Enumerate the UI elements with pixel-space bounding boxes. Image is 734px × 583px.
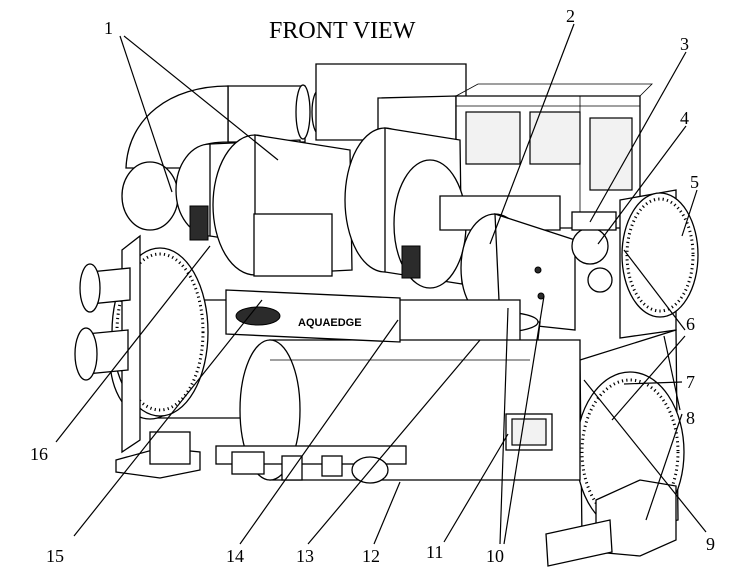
chiller-drawing: AQUAEDGE bbox=[74, 63, 699, 567]
callout-9: 9 bbox=[706, 534, 715, 554]
callout-13: 13 bbox=[296, 546, 314, 566]
callout-16: 16 bbox=[30, 444, 48, 464]
callout-15: 15 bbox=[46, 546, 64, 566]
leader-lines bbox=[55, 23, 707, 545]
compressor-right bbox=[344, 127, 467, 289]
callout-7: 7 bbox=[686, 372, 695, 392]
right-waterbox-upper bbox=[619, 189, 699, 339]
display-panel bbox=[505, 413, 553, 451]
callout-12: 12 bbox=[362, 546, 380, 566]
callout-10: 10 bbox=[486, 546, 504, 566]
callout-11: 11 bbox=[426, 542, 443, 562]
callout-5: 5 bbox=[690, 172, 699, 192]
callout-14: 14 bbox=[226, 546, 244, 566]
left-nozzles bbox=[74, 263, 131, 381]
callout-2: 2 bbox=[566, 6, 575, 26]
compressor-left bbox=[175, 134, 353, 277]
logo-plate: AQUAEDGE bbox=[225, 289, 401, 343]
callout-4: 4 bbox=[680, 108, 689, 128]
valve-assembly bbox=[571, 211, 617, 293]
logo-text: AQUAEDGE bbox=[298, 317, 362, 329]
callout-1: 1 bbox=[104, 18, 113, 38]
callout-labels: 1 2 3 4 5 6 7 8 9 10 11 12 13 14 15 16 bbox=[30, 6, 715, 566]
callout-3: 3 bbox=[680, 34, 689, 54]
callout-8: 8 bbox=[686, 408, 695, 428]
base-frame-left bbox=[115, 431, 407, 484]
callout-6: 6 bbox=[686, 314, 695, 334]
diagram-title: FRONT VIEW bbox=[269, 18, 416, 44]
base-frame-right bbox=[545, 479, 677, 567]
